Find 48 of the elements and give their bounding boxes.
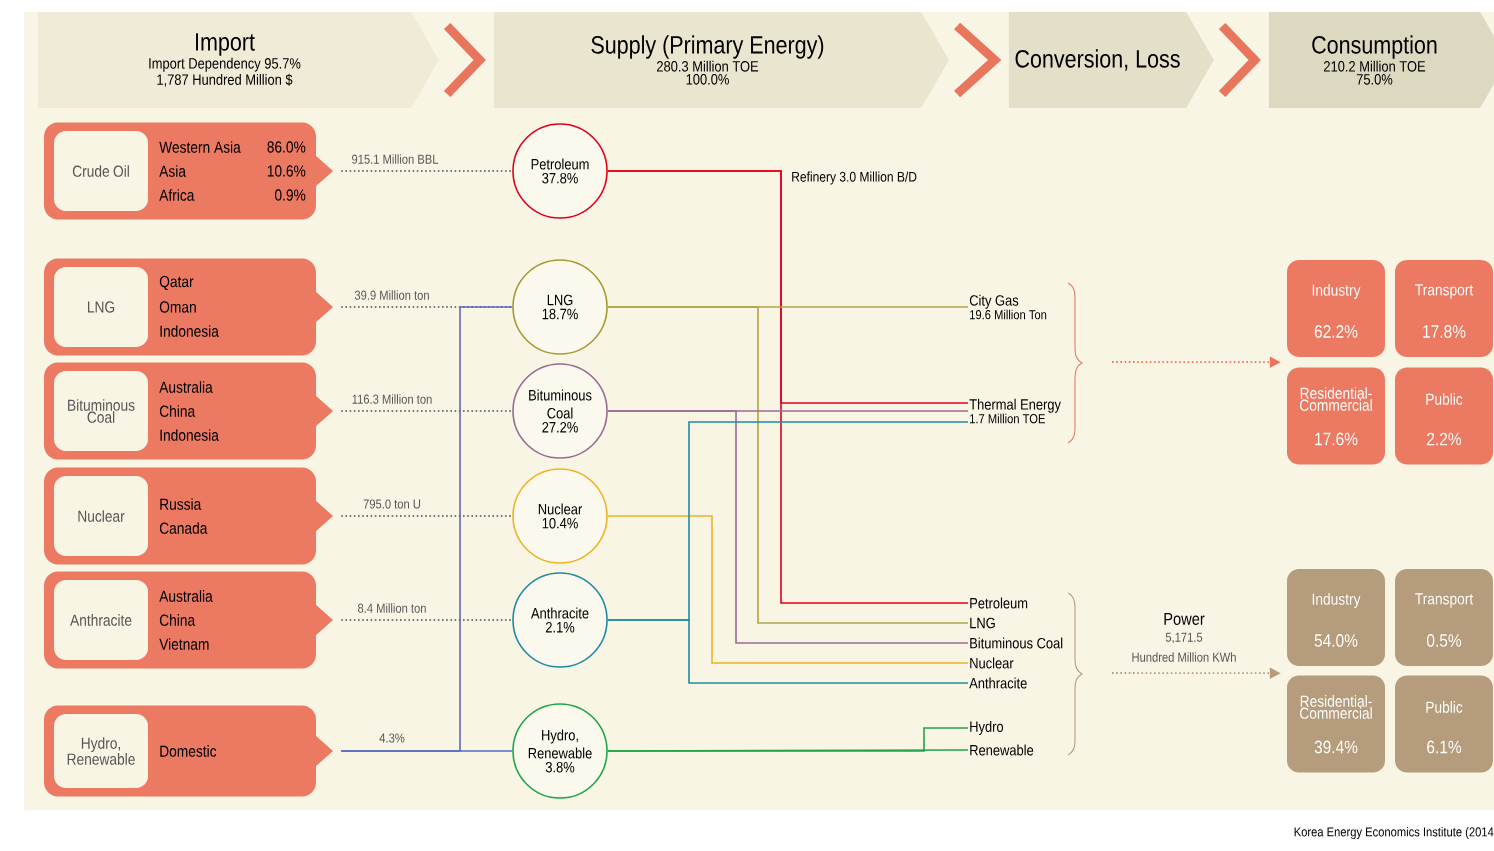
edge-label: 8.4 Million ton	[356, 602, 428, 614]
connector-line	[607, 749, 969, 752]
connector-line	[607, 306, 969, 624]
fuel-box: LNG	[54, 267, 148, 347]
sector-box: Industry 54.0%	[1287, 569, 1385, 666]
edge-label: 4.3%	[378, 732, 406, 744]
connector-line	[607, 170, 969, 604]
fuel-box: Bituminous Coal	[54, 371, 148, 451]
dotted-connector	[340, 619, 514, 621]
sector-box: Residential-Commercial 17.6%	[1287, 367, 1385, 465]
sector-box: Public 2.2%	[1395, 367, 1493, 465]
source-note: Korea Energy Economics Institute (2014	[1294, 826, 1494, 840]
fuel-box: Anthracite	[54, 580, 148, 660]
output-label: Renewable	[970, 744, 1034, 756]
edge-label: 116.3 Million ton	[350, 393, 434, 405]
edge-label: 39.9 Million ton	[353, 289, 431, 301]
header-band: Supply (Primary Energy) 280.3 Million TOE 100.0%	[493, 12, 949, 108]
connector-line	[607, 515, 969, 664]
output-label: Anthracite	[969, 677, 1027, 689]
unit-label: Hundred Million KWh	[1132, 652, 1236, 662]
fuel-box: Hydro, Renewable	[54, 714, 148, 788]
connector-line	[607, 619, 969, 684]
edge-label: 795.0 ton U	[362, 498, 422, 510]
edge-label: 915.1 Million BBL	[350, 153, 440, 165]
header-band: Import Import Dependency 95.7% 1,787 Hundred Million $	[37, 12, 439, 108]
sector-box: Residential-Commercial 39.4%	[1287, 675, 1385, 773]
dotted-connector	[340, 515, 514, 517]
value-label: 5,171.5	[1165, 632, 1203, 644]
fuel-box: Nuclear	[54, 476, 148, 556]
output-label: City Gas 19.6 Million Ton	[969, 294, 1047, 320]
edge-label: Refinery 3.0 Million B/D	[790, 170, 918, 186]
dotted-connector	[340, 170, 514, 172]
output-label: Hydro	[970, 721, 1004, 735]
sector-box: Transport 0.5%	[1395, 569, 1493, 666]
fuel-box: Crude Oil	[54, 131, 148, 211]
header-band: Conversion, Loss	[1008, 12, 1214, 108]
connector-line	[340, 306, 513, 752]
output-label: Nuclear	[970, 657, 1014, 669]
header-band: Consumption 210.2 Million TOE 75.0%	[1268, 12, 1494, 108]
sector-box: Industry 62.2%	[1287, 260, 1385, 357]
dotted-connector	[340, 410, 514, 412]
output-label: Bituminous Coal	[970, 637, 1063, 649]
output-label: LNG	[970, 617, 995, 629]
heading-label: Power	[1164, 613, 1205, 625]
output-label: Thermal Energy 1.7 Million TOE	[969, 398, 1061, 424]
sector-box: Public 6.1%	[1395, 675, 1493, 773]
output-label: Petroleum	[970, 597, 1028, 609]
sector-box: Transport 17.8%	[1395, 260, 1493, 357]
